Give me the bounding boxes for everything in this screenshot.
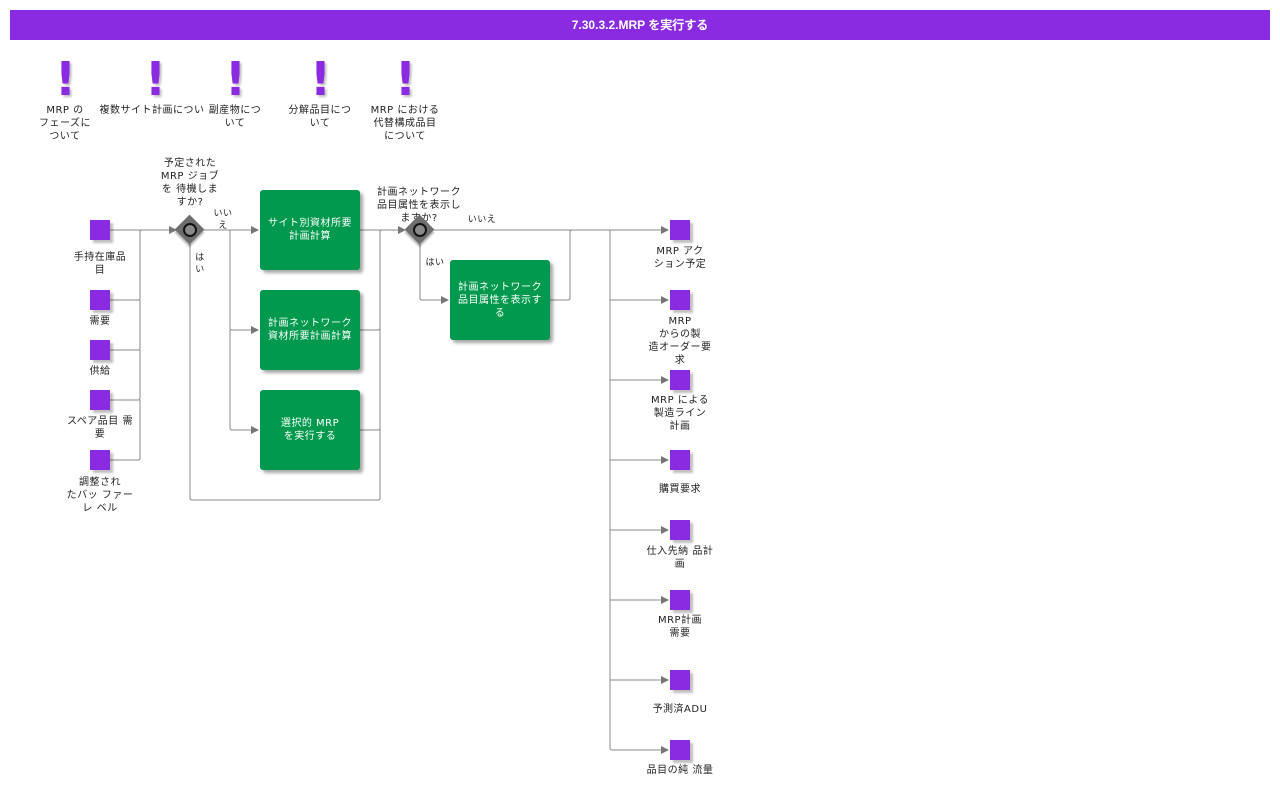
task-site-mrp-calc[interactable]: サイト別資材所要 計画計算	[260, 190, 360, 270]
input-label-buffer-levels: 調整され たバッ ファー レ ベル	[66, 477, 134, 514]
input-data-object[interactable]	[90, 290, 110, 310]
input-label-on-hand: 手持在庫品 目	[73, 252, 127, 276]
note-label-alternate-components: MRP における 代替構成品目 について	[370, 105, 440, 142]
note-label-disassembly: 分解品目につ いて	[288, 105, 352, 129]
gateway1-no-label: いい え	[213, 209, 233, 231]
note-exclamation-icon[interactable]: !	[225, 52, 246, 106]
input-label-demand: 需要	[89, 316, 111, 327]
output-data-object[interactable]	[670, 290, 690, 310]
note-exclamation-icon[interactable]: !	[55, 52, 76, 106]
gateway2-circle-icon	[413, 223, 427, 237]
input-label-supply: 供給	[89, 366, 111, 377]
output-label-forecast-adu: 予測済ADU	[652, 704, 708, 715]
output-label-purchase-req: 購買要求	[659, 484, 701, 495]
note-exclamation-icon[interactable]: !	[310, 52, 331, 106]
note-label-multisite: 複数サイト計画につい	[99, 105, 205, 116]
output-label-action-schedule: MRP アク ション予定	[653, 246, 707, 270]
task-network-mrp-calc[interactable]: 計画ネットワーク 資材所要計画計算	[260, 290, 360, 370]
input-data-object[interactable]	[90, 340, 110, 360]
gateway1-circle-icon	[183, 223, 197, 237]
note-exclamation-icon[interactable]: !	[395, 52, 416, 106]
output-label-supplier-schedule: 仕入先納 品計 画	[646, 546, 714, 570]
output-label-line-plan: MRP による 製造ライン 計画	[651, 395, 709, 432]
input-label-spare-demand: スペア品目 需 要	[67, 416, 133, 440]
task-selective-mrp[interactable]: 選択的 MRP を実行する	[260, 390, 360, 470]
output-data-object[interactable]	[670, 670, 690, 690]
output-label-net-flow: 品目の純 流量	[646, 765, 714, 776]
page-title: 7.30.3.2.MRP を実行する	[10, 10, 1270, 40]
input-data-object[interactable]	[90, 390, 110, 410]
output-data-object[interactable]	[670, 740, 690, 760]
note-label-mrp-phases: MRP の フェーズに ついて	[39, 105, 91, 142]
input-data-object[interactable]	[90, 220, 110, 240]
task-display-network-attributes[interactable]: 計画ネットワーク 品目属性を表示す る	[450, 260, 550, 340]
output-label-production-order-req: MRP からの製 造オーダー要 求	[648, 316, 712, 366]
gateway2-no-label: いいえ	[467, 215, 497, 225]
gateway1-yes-label: は い	[195, 253, 205, 275]
output-data-object[interactable]	[670, 370, 690, 390]
note-exclamation-icon[interactable]: !	[145, 52, 166, 106]
output-data-object[interactable]	[670, 450, 690, 470]
output-data-object[interactable]	[670, 220, 690, 240]
output-data-object[interactable]	[670, 590, 690, 610]
note-label-byproducts: 副産物につ いて	[208, 105, 262, 129]
output-data-object[interactable]	[670, 520, 690, 540]
output-label-planned-demand: MRP計画 需要	[657, 615, 703, 639]
input-data-object[interactable]	[90, 450, 110, 470]
gateway2-yes-label: はい	[425, 258, 445, 268]
gateway1-question: 予定された MRP ジョブ を 待機しま すか?	[160, 158, 220, 208]
